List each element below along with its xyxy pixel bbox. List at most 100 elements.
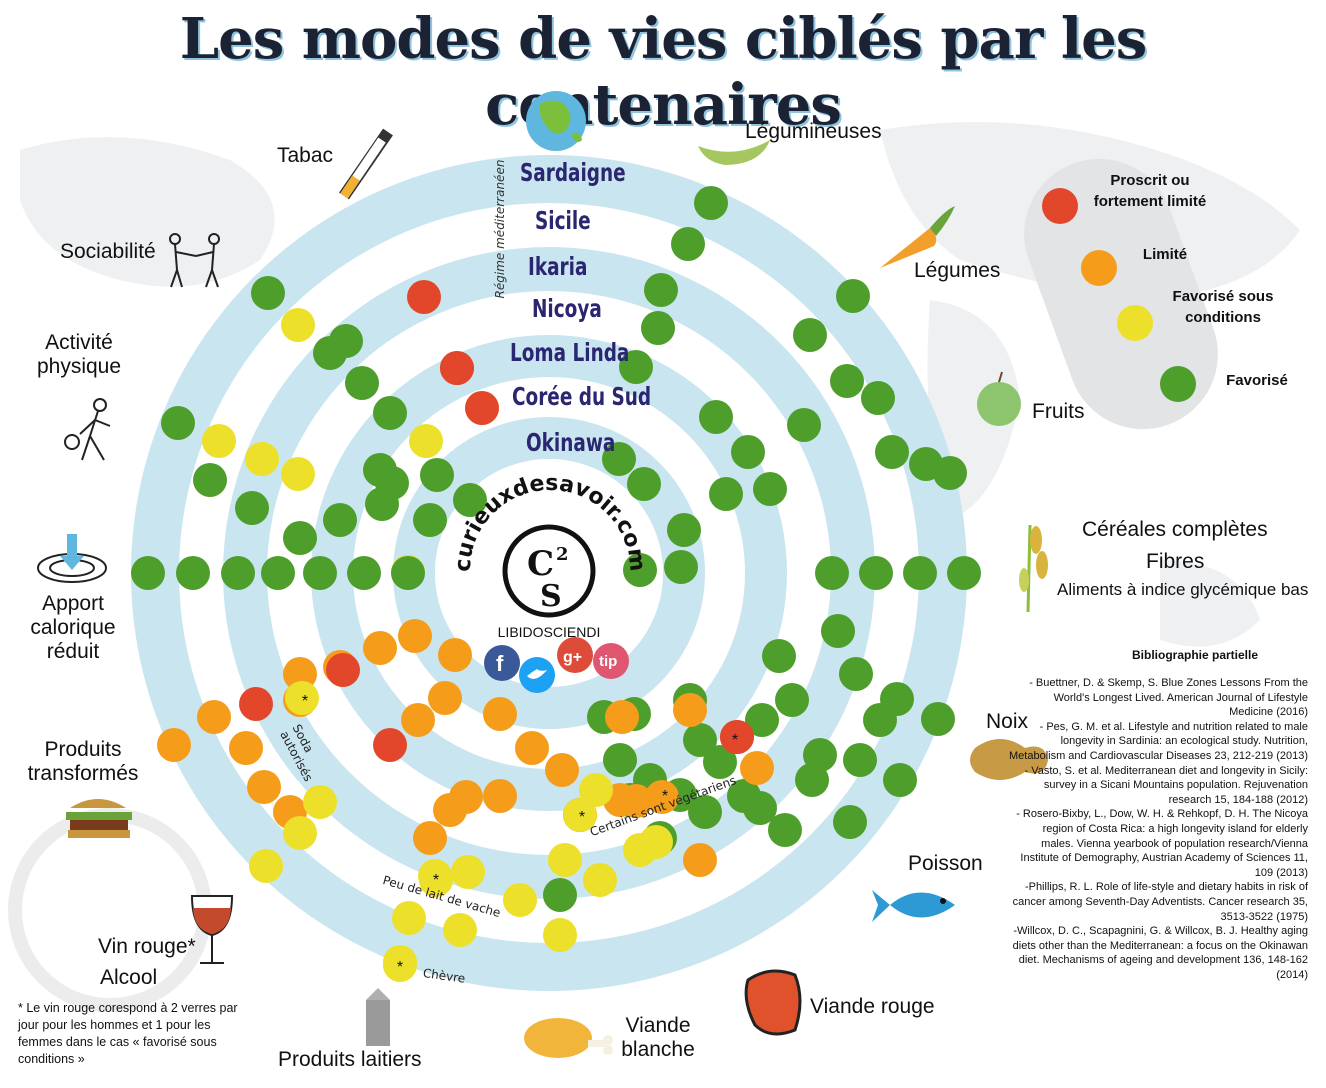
dot-32	[664, 550, 698, 584]
dot-138	[383, 948, 417, 982]
label-viande-rouge: Viande rouge	[810, 995, 935, 1018]
biblio-entry: -Phillips, R. L. Role of life-style and …	[1012, 881, 1308, 923]
dot-21	[440, 351, 474, 385]
dot-96	[413, 821, 447, 855]
dot-90	[398, 619, 432, 653]
asterisk-mark-3: *	[579, 809, 585, 826]
region-loma-linda: Loma Linda	[510, 338, 630, 367]
label-viande-blanche: Viande blanche	[621, 1014, 695, 1062]
chicken-leg-icon	[524, 1018, 613, 1058]
label-vin-rouge: Vin rouge*	[98, 935, 196, 958]
label-alcool: Alcool	[100, 966, 158, 989]
dot-127	[235, 491, 269, 525]
dot-39	[861, 381, 895, 415]
dot-139	[285, 681, 319, 715]
label-noix: Noix	[986, 710, 1029, 733]
google-plus-icon	[557, 637, 593, 673]
dot-89	[363, 631, 397, 665]
dot-115	[326, 653, 360, 687]
dot-16	[644, 273, 678, 307]
dot-14	[694, 186, 728, 220]
biblio-entry: - Rosero-Bixby, L., Dow, W. H. & Rehkopf…	[1016, 808, 1308, 879]
asterisk-mark-0: *	[302, 693, 308, 710]
legend-dot-3	[1160, 366, 1196, 402]
dot-27	[667, 513, 701, 547]
dot-29	[709, 477, 743, 511]
dot-126	[193, 463, 227, 497]
dot-1	[281, 308, 315, 342]
dot-132	[453, 483, 487, 517]
label-legumineuses: Légumineuses	[745, 120, 882, 143]
region-ikaria: Ikaria	[528, 252, 588, 281]
dot-24	[619, 350, 653, 384]
dot-84	[157, 728, 191, 762]
dot-105	[392, 901, 426, 935]
dot-33	[753, 472, 787, 506]
dot-26	[627, 467, 661, 501]
dot-50	[815, 556, 849, 590]
asterisk-mark-5: *	[397, 959, 403, 976]
dot-129	[323, 503, 357, 537]
legend-label-favorise: Favorisé	[1226, 372, 1288, 389]
label-fibres: Fibres	[1146, 550, 1205, 573]
globe-icon	[526, 91, 586, 151]
dot-9	[245, 442, 279, 476]
label-legumes: Légumes	[914, 259, 1001, 282]
label-sociabilite: Sociabilité	[60, 240, 156, 263]
region-nicoya: Nicoya	[532, 294, 602, 323]
steak-icon	[744, 969, 802, 1036]
dot-95	[401, 703, 435, 737]
dot-101	[515, 731, 549, 765]
dot-85	[197, 700, 231, 734]
biblio-entry: -Willcox, D. C., Scapagnini, G. & Willco…	[1012, 925, 1308, 981]
tip-icon	[593, 643, 629, 679]
dot-109	[503, 883, 537, 917]
bibliography-title: Bibliographie partielle	[1132, 648, 1259, 662]
dot-86	[239, 687, 273, 721]
dot-125	[740, 751, 774, 785]
dot-110	[583, 863, 617, 897]
people-icon	[169, 233, 220, 288]
dot-97	[451, 855, 485, 889]
label-poisson: Poisson	[908, 852, 983, 875]
dot-67	[768, 813, 802, 847]
dot-64	[683, 723, 717, 757]
legend	[1024, 158, 1218, 430]
dot-94	[373, 728, 407, 762]
dot-52	[903, 556, 937, 590]
dot-38	[830, 364, 864, 398]
dot-116	[303, 785, 337, 819]
label-cereales: Céréales complètes	[1082, 518, 1268, 541]
region-okinawa: Okinawa	[526, 428, 616, 457]
dot-15	[671, 227, 705, 261]
bean-pod-icon	[698, 140, 770, 165]
center-disc	[435, 459, 663, 687]
dot-100	[433, 793, 467, 827]
dot-130	[363, 453, 397, 487]
legend-label-limite: Limité	[1142, 246, 1188, 263]
dot-46	[261, 556, 295, 590]
dot-47	[303, 556, 337, 590]
dot-61	[921, 702, 955, 736]
dot-122	[645, 780, 679, 814]
svg-text:2: 2	[556, 544, 569, 565]
dot-10	[281, 457, 315, 491]
dot-108	[443, 913, 477, 947]
dot-35	[787, 408, 821, 442]
dot-121	[673, 693, 707, 727]
dot-66	[743, 791, 777, 825]
label-produits-laitiers: Produits laitiers	[278, 1048, 422, 1071]
svg-text:f: f	[496, 651, 504, 676]
dot-102	[545, 753, 579, 787]
label-tabac: Tabac	[277, 144, 334, 167]
wheat-icon	[1019, 524, 1048, 613]
dot-11	[329, 324, 363, 358]
label-produits-transformes: Produits transformés	[27, 738, 139, 786]
dot-72	[863, 703, 897, 737]
dot-136	[563, 798, 597, 832]
dot-104	[579, 773, 613, 807]
svg-text:g+: g+	[563, 649, 582, 666]
dot-92	[428, 681, 462, 715]
dot-7	[161, 406, 195, 440]
dot-59	[839, 657, 873, 691]
